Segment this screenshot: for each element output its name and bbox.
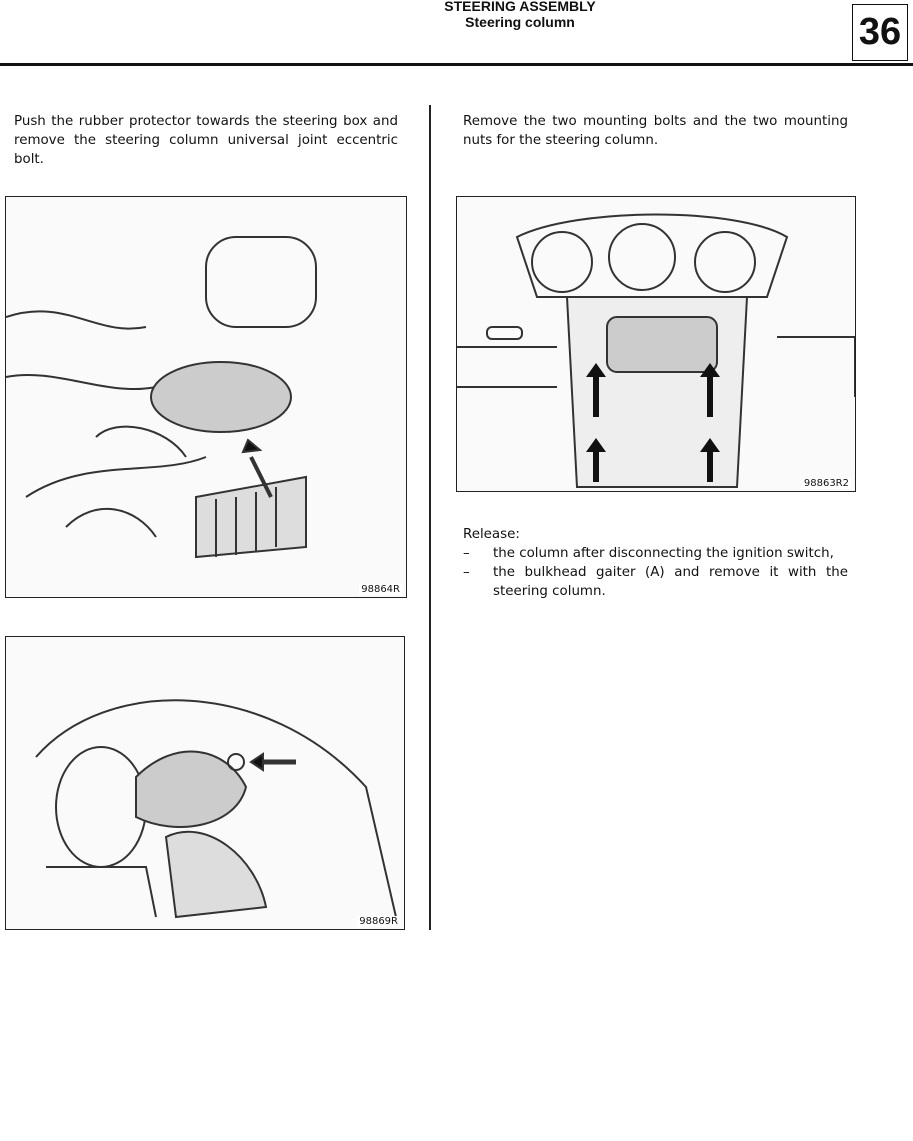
- page-title: STEERING ASSEMBLY: [444, 0, 596, 14]
- figure-ref: 98869R: [357, 916, 400, 927]
- left-instruction: Push the rubber protector towards the st…: [14, 114, 398, 167]
- bullet: –: [463, 546, 470, 561]
- figure-dashboard-mounting: 98863R2: [456, 196, 856, 492]
- list-item-text: the column after disconnecting the ignit…: [493, 546, 834, 561]
- figure-ref: 98863R2: [801, 478, 851, 489]
- header-rule: [0, 63, 913, 66]
- column-divider: [429, 105, 431, 930]
- list-item: – the bulkhead gaiter (A) and remove it w…: [463, 563, 848, 601]
- release-section: Release: – the column after disconnecting…: [463, 525, 848, 601]
- figure-ref: 98864R: [359, 584, 402, 595]
- list-item-text: the bulkhead gaiter (A) and remove it wi…: [493, 565, 848, 599]
- figure-steering-box: 98864R: [5, 196, 407, 598]
- right-instruction: Remove the two mounting bolts and the tw…: [463, 114, 848, 148]
- figure-universal-joint: 98869R: [5, 636, 405, 930]
- list-item: – the column after disconnecting the igni…: [463, 544, 848, 563]
- bullet: –: [463, 565, 470, 580]
- page-subtitle: Steering column: [465, 14, 575, 30]
- release-label: Release:: [463, 527, 520, 542]
- section-number: 36: [852, 4, 908, 61]
